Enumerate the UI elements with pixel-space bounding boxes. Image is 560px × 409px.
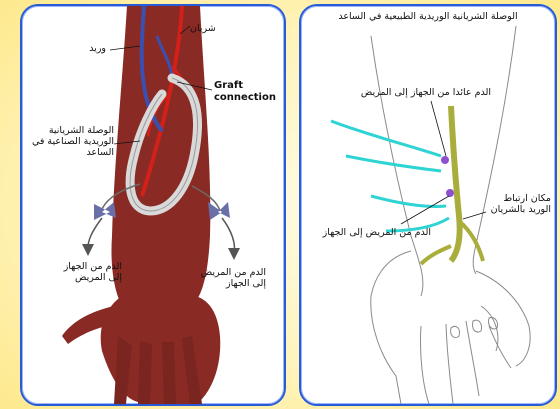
- graft-connection-label: Graft connection: [214, 80, 274, 103]
- out-leader: [401, 196, 449, 224]
- junction-site-label: مكان ارتباط الوريد بالشريان: [481, 194, 551, 216]
- forearm-outline-right: [473, 26, 516, 274]
- blood-out-label: الدم من المريض إلى الجهاز: [299, 228, 431, 239]
- arm-graft-illustration: [22, 6, 284, 404]
- natural-fistula-title: الوصلة الشريانية الوريدية الطبيعية في ال…: [309, 12, 547, 23]
- artificial-fistula-label: الوصلة الشريانية الوريدية الصناعية في ال…: [28, 126, 114, 159]
- vessel-branch-2: [421, 246, 451, 264]
- tube-out: [371, 196, 446, 207]
- returning-leader: [431, 101, 446, 156]
- vessel-main: [451, 106, 460, 261]
- fingernails: [451, 318, 498, 338]
- blood-from-patient-label: الدم من المريض إلى الجهاز: [190, 268, 266, 290]
- blood-returning-label: الدم عائدا من الجهاز إلى المريض: [321, 88, 491, 99]
- needle-lower: [446, 189, 454, 197]
- right-arrowhead: [228, 248, 240, 260]
- blood-to-patient-label: الدم من الجهاز إلى المريض: [52, 262, 122, 284]
- artificial-graft-panel: شريان وريد Graft connection الوصلة الشري…: [20, 4, 286, 406]
- artery-label: شريان: [190, 24, 226, 35]
- needle-upper: [441, 156, 449, 164]
- natural-fistula-panel: الوصلة الشريانية الوريدية الطبيعية في ال…: [299, 4, 557, 406]
- vein-label: وريد: [66, 44, 106, 55]
- tube-returning-outer: [346, 156, 441, 171]
- right-needle-butterfly: [208, 202, 230, 220]
- left-arrowhead: [82, 244, 94, 256]
